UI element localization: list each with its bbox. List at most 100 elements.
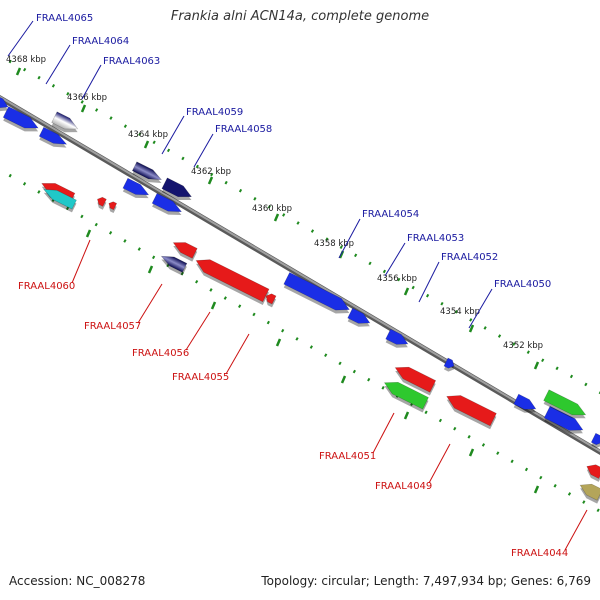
major-tick xyxy=(207,176,214,185)
gene-label: FRAAL4058 xyxy=(215,124,272,135)
scale-dot xyxy=(94,108,99,112)
gene-feature xyxy=(43,189,77,213)
gene-feature xyxy=(195,259,270,306)
scale-dot xyxy=(469,318,473,322)
label-leader xyxy=(71,239,91,284)
scale-dot xyxy=(238,304,242,309)
major-tick xyxy=(85,229,92,238)
scale-dot xyxy=(267,205,271,209)
gene-arrow xyxy=(51,111,79,130)
gene-feature xyxy=(543,389,587,419)
gene-label: FRAAL4064 xyxy=(72,36,129,47)
scale-dot xyxy=(567,492,572,496)
gene-arrow xyxy=(195,259,270,303)
gene-arrow xyxy=(97,196,107,207)
gene-feature xyxy=(347,307,371,327)
scale-dot xyxy=(66,92,70,96)
gene-feature xyxy=(38,126,68,148)
label-leader xyxy=(468,288,493,329)
scale-dot xyxy=(310,229,315,233)
scale-dot xyxy=(181,156,185,161)
scale-dot xyxy=(338,361,342,366)
gene-feature xyxy=(0,94,9,112)
major-tick xyxy=(15,67,22,76)
gene-label: FRAAL4051 xyxy=(319,451,376,462)
gene-label: FRAAL4057 xyxy=(84,321,141,332)
major-tick xyxy=(147,265,154,274)
scale-dot xyxy=(94,222,98,227)
scale-dot xyxy=(483,326,487,330)
scale-dot xyxy=(266,320,270,325)
gene-label: FRAAL4060 xyxy=(18,281,75,292)
gene-feature xyxy=(383,381,429,413)
gene-label: FRAAL4053 xyxy=(407,233,464,244)
label-leader xyxy=(81,64,102,100)
scale-dot xyxy=(152,140,156,145)
scale-dot xyxy=(510,459,514,464)
label-leader xyxy=(564,509,588,551)
label-leader xyxy=(45,44,71,85)
scale-dot xyxy=(210,172,214,177)
scale-dot xyxy=(137,247,141,251)
scale-dot xyxy=(282,213,286,217)
scale-dot xyxy=(454,310,458,314)
scale-label: 4356 kbp xyxy=(377,274,417,284)
major-tick xyxy=(533,361,540,370)
scale-dot xyxy=(596,508,600,513)
gene-arrow xyxy=(579,483,600,501)
scale-dot xyxy=(582,500,586,504)
scale-dot xyxy=(138,132,142,137)
scale-dot xyxy=(467,435,471,439)
scale-dot xyxy=(123,239,127,243)
genome-title: Frankia alni ACN14a, complete genome xyxy=(170,9,430,24)
scale-label: 4358 kbp xyxy=(314,239,354,249)
gene-arrow xyxy=(443,357,455,369)
label-leader xyxy=(418,261,440,303)
scale-dot xyxy=(109,116,113,120)
label-leader xyxy=(225,333,250,375)
gene-feature xyxy=(443,357,455,372)
gene-label: FRAAL4065 xyxy=(36,13,93,24)
scale-dot xyxy=(8,59,12,64)
scale-dot xyxy=(80,214,84,219)
gene-label: FRAAL4054 xyxy=(362,209,419,220)
gene-feature xyxy=(394,366,437,396)
gene-arrow xyxy=(347,307,371,324)
scale-dot xyxy=(22,182,27,186)
gene-label: FRAAL4056 xyxy=(132,348,189,359)
scale-dot xyxy=(195,279,199,284)
scale-dot xyxy=(8,173,12,178)
label-leader xyxy=(384,242,406,277)
scale-dot xyxy=(367,377,371,382)
scale-dot xyxy=(295,337,299,341)
scale-label: 4368 kbp xyxy=(6,55,46,65)
gene-arrow xyxy=(172,242,198,259)
scale-label: 4362 kbp xyxy=(191,167,231,177)
gene-arrow xyxy=(161,177,193,198)
scale-dot xyxy=(569,374,574,379)
scale-dot xyxy=(123,124,127,128)
scale-dot xyxy=(584,382,588,387)
scale-dot xyxy=(166,263,170,268)
scale-dot xyxy=(524,467,529,472)
gene-feature xyxy=(543,405,584,434)
scale-dot xyxy=(496,451,500,455)
scale-dot xyxy=(425,293,430,298)
scale-dot xyxy=(51,198,55,202)
accession-text: Accession: NC_008278 xyxy=(9,574,146,588)
backbone-highlight xyxy=(0,95,600,453)
gene-arrow xyxy=(394,366,437,393)
scale-dot xyxy=(553,483,557,488)
major-tick xyxy=(403,411,410,420)
gene-label: FRAAL4049 xyxy=(375,481,432,492)
label-leader xyxy=(161,115,185,155)
scale-label: 4354 kbp xyxy=(440,307,480,317)
scale-dot xyxy=(352,369,356,374)
gene-arrow xyxy=(265,293,277,305)
scale-dot xyxy=(80,100,84,104)
gene-label: FRAAL4055 xyxy=(172,372,229,383)
scale-dot xyxy=(51,83,56,88)
scale-dot xyxy=(541,358,545,363)
label-leader xyxy=(372,412,395,454)
